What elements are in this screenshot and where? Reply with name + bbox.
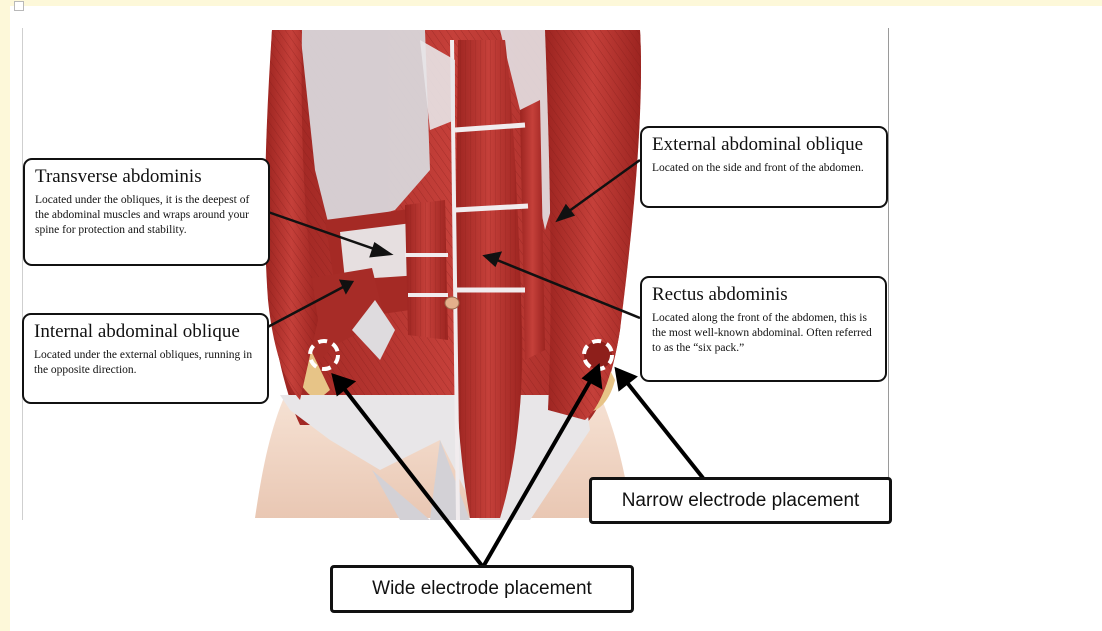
transverse-abdominis-callout: Transverse abdominis Located under the o… xyxy=(23,158,270,266)
narrow-electrode-placement-label: Narrow electrode placement xyxy=(589,477,892,524)
wide-electrode-placement-label: Wide electrode placement xyxy=(330,565,634,613)
internal-oblique-description: Located under the external obliques, run… xyxy=(34,348,257,378)
rectus-abdominis-description: Located along the front of the abdomen, … xyxy=(652,311,875,356)
internal-oblique-callout: Internal abdominal oblique Located under… xyxy=(22,313,269,404)
external-oblique-title: External abdominal oblique xyxy=(652,134,876,156)
internal-oblique-title: Internal abdominal oblique xyxy=(34,321,257,343)
rectus-abdominis-title: Rectus abdominis xyxy=(652,284,875,306)
rectus-abdominis-callout: Rectus abdominis Located along the front… xyxy=(640,276,887,382)
external-oblique-description: Located on the side and front of the abd… xyxy=(652,161,876,176)
transverse-abdominis-title: Transverse abdominis xyxy=(35,166,258,188)
external-oblique-callout: External abdominal oblique Located on th… xyxy=(640,126,888,208)
transverse-abdominis-description: Located under the obliques, it is the de… xyxy=(35,193,258,238)
